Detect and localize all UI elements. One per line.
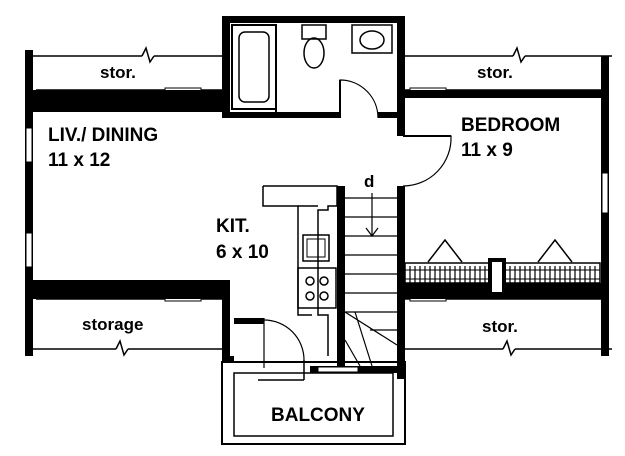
kitchen-label: KIT. xyxy=(216,216,250,237)
balcony-label: BALCONY xyxy=(271,405,365,426)
kitchen-counter xyxy=(262,185,338,356)
staircase xyxy=(337,186,398,368)
liv-dining-label: LIV./ DINING xyxy=(48,125,158,146)
bedroom-right-window xyxy=(601,172,609,214)
bathroom xyxy=(231,24,405,136)
living-left-windows xyxy=(25,127,33,268)
kitchen-size: 6 x 10 xyxy=(216,242,269,263)
storage-top-left-label: stor. xyxy=(100,63,136,82)
stair-direction-label: d xyxy=(364,172,374,191)
bedroom-label: BEDROOM xyxy=(461,115,560,136)
storage-bottom-right-label: stor. xyxy=(482,317,518,336)
balcony xyxy=(221,361,406,445)
closet-door xyxy=(234,318,305,381)
bedroom-door xyxy=(402,135,452,187)
bedroom-size: 11 x 9 xyxy=(461,140,513,161)
liv-dining-size: 11 x 12 xyxy=(48,150,110,171)
storage-bottom-left-label: storage xyxy=(82,315,143,334)
bedroom-railing xyxy=(404,238,601,298)
storage-top-right-label: stor. xyxy=(477,63,513,82)
